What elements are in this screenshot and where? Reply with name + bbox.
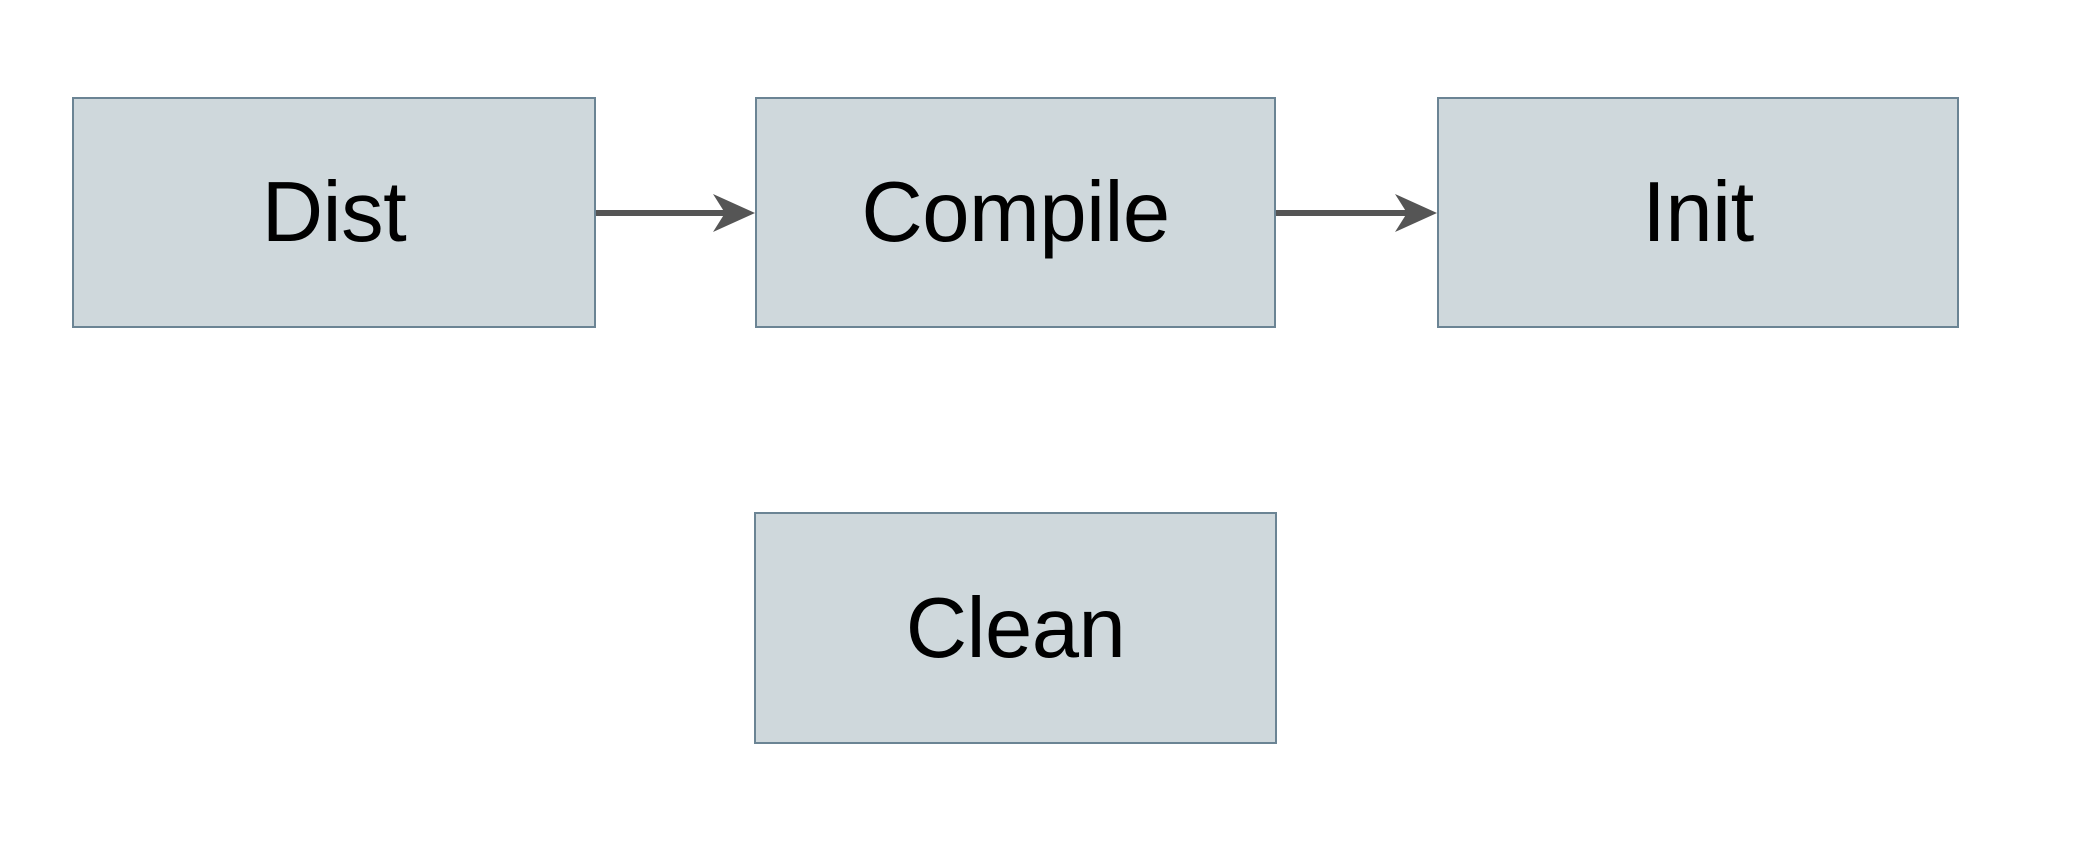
arrowhead-icon [1395, 194, 1437, 232]
node-label-dist: Dist [261, 165, 407, 260]
edge-dist-to-compile [596, 194, 755, 232]
node-label-compile: Compile [861, 165, 1170, 260]
node-label-clean: Clean [905, 580, 1126, 676]
arrowhead-icon [713, 194, 755, 232]
node-dist[interactable]: Dist [72, 97, 596, 328]
node-compile[interactable]: Compile [755, 97, 1276, 328]
node-init[interactable]: Init [1437, 97, 1959, 328]
node-clean[interactable]: Clean [754, 512, 1277, 744]
edge-compile-to-init [1276, 194, 1437, 232]
node-label-init: Init [1642, 165, 1754, 260]
